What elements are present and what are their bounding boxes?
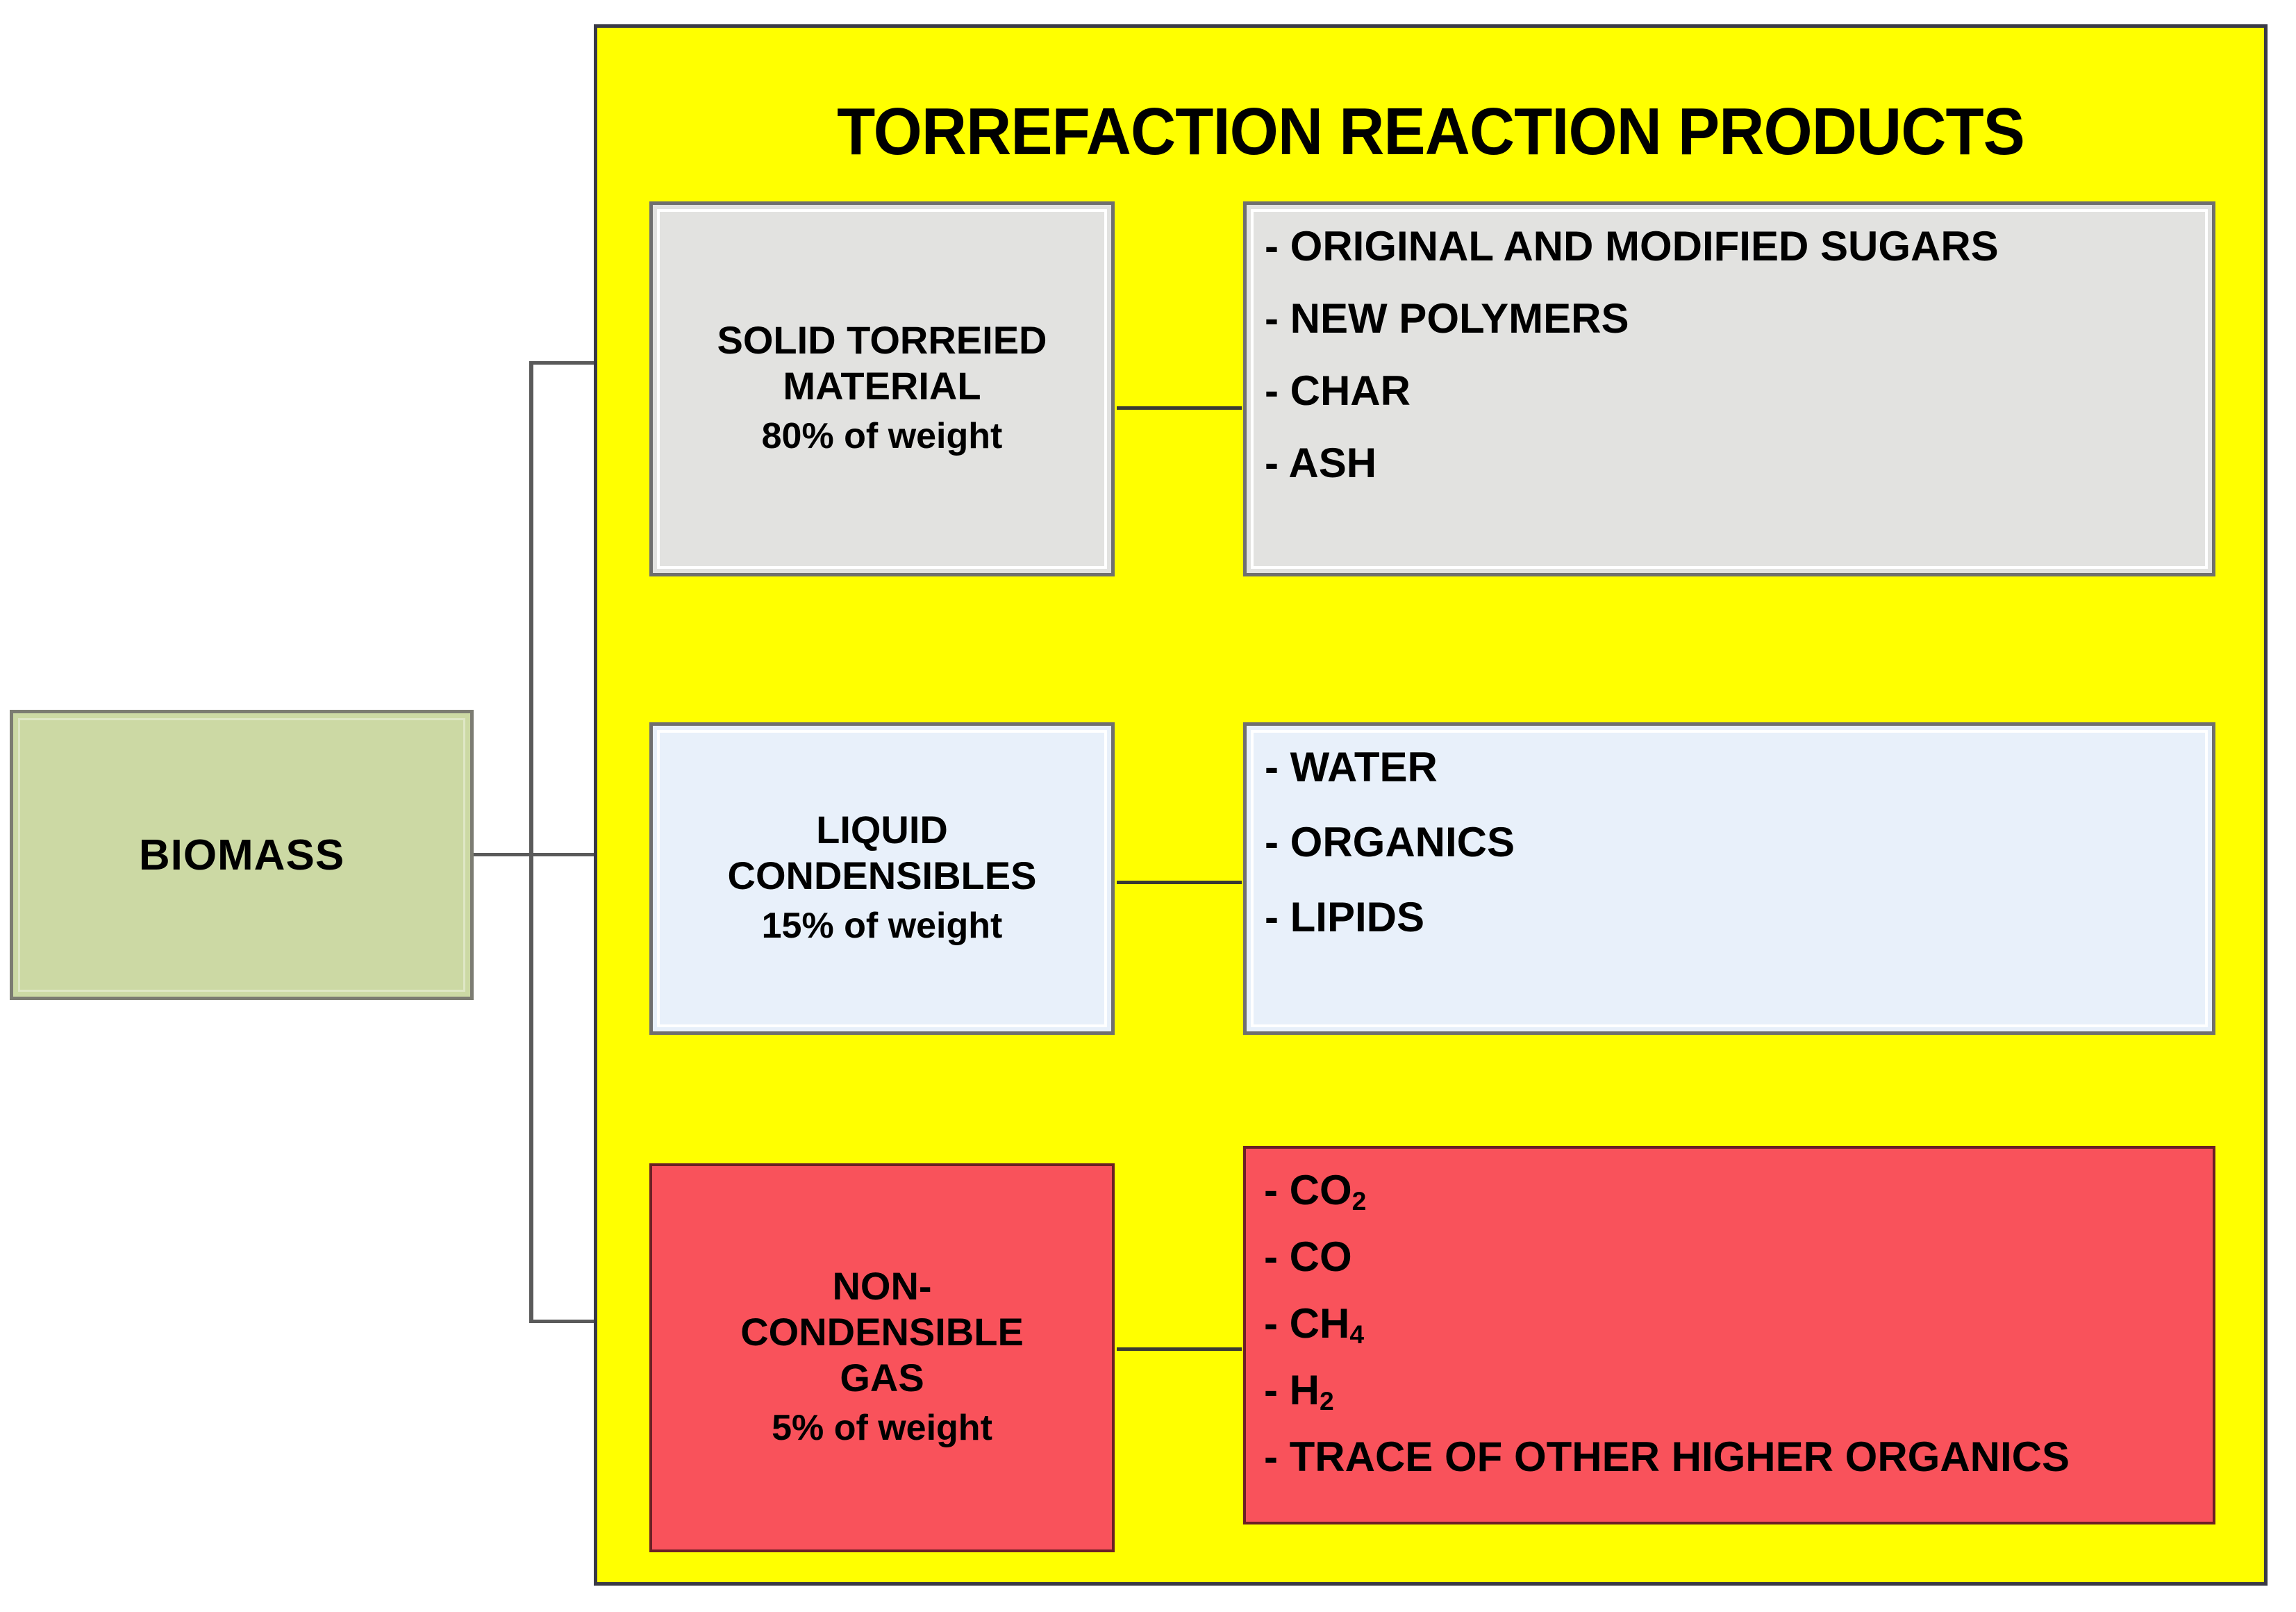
list-item: - TRACE OF OTHER HIGHER ORGANICS bbox=[1264, 1434, 2070, 1480]
gas-items: - CO2 - CO - CH4 - H2 - TRACE OF OTHER H… bbox=[1264, 1170, 2200, 1512]
list-item: - H2 bbox=[1264, 1367, 1334, 1416]
liquid-name-line2: CONDENSIBLES bbox=[727, 854, 1037, 898]
biomass-label: BIOMASS bbox=[138, 831, 345, 879]
product-list-solid: - ORIGINAL AND MODIFIED SUGARS - NEW POL… bbox=[1243, 201, 2215, 576]
solid-name-line2: MATERIAL bbox=[783, 364, 981, 408]
connector-spine bbox=[529, 361, 533, 1323]
list-item: - WATER bbox=[1265, 744, 1438, 790]
gas-name-line3: GAS bbox=[840, 1356, 924, 1400]
product-node-liquid: LIQUID CONDENSIBLES 15% of weight bbox=[649, 722, 1115, 1035]
product-list-liquid: - WATER - ORGANICS - LIPIDS bbox=[1243, 722, 2215, 1035]
products-panel: TORREFACTION REACTION PRODUCTS SOLID TOR… bbox=[594, 24, 2268, 1586]
list-item: - CH4 bbox=[1264, 1300, 1364, 1349]
product-list-gas: - CO2 - CO - CH4 - H2 - TRACE OF OTHER H… bbox=[1243, 1146, 2215, 1524]
list-item: - LIPIDS bbox=[1265, 894, 1425, 940]
panel-title: TORREFACTION REACTION PRODUCTS bbox=[837, 94, 2025, 169]
gas-name-line2: CONDENSIBLE bbox=[740, 1310, 1024, 1354]
list-item: - ASH bbox=[1265, 440, 1377, 486]
gas-name-line1: NON- bbox=[832, 1264, 932, 1308]
solid-items: - ORIGINAL AND MODIFIED SUGARS - NEW POL… bbox=[1265, 226, 2199, 563]
liquid-weight: 15% of weight bbox=[761, 906, 1003, 947]
product-node-solid: SOLID TORREIED MATERIAL 80% of weight bbox=[649, 201, 1115, 576]
solid-name-line1: SOLID TORREIED bbox=[717, 318, 1047, 363]
list-item: - NEW POLYMERS bbox=[1265, 295, 1629, 342]
biomass-node: BIOMASS bbox=[10, 710, 474, 1000]
solid-weight: 80% of weight bbox=[761, 416, 1003, 457]
list-item: - CHAR bbox=[1265, 367, 1411, 414]
connector-biomass-stub bbox=[474, 853, 531, 856]
connector-gas-to-list bbox=[1117, 1347, 1242, 1351]
list-item: - ORIGINAL AND MODIFIED SUGARS bbox=[1265, 223, 1999, 269]
connector-solid-to-list bbox=[1117, 406, 1242, 410]
gas-weight: 5% of weight bbox=[772, 1408, 992, 1449]
connector-liquid-to-list bbox=[1117, 881, 1242, 884]
liquid-items: - WATER - ORGANICS - LIPIDS bbox=[1265, 747, 2199, 1022]
liquid-name-line1: LIQUID bbox=[816, 808, 948, 852]
product-node-gas: NON- CONDENSIBLE GAS 5% of weight bbox=[649, 1163, 1115, 1552]
list-item: - CO2 bbox=[1264, 1167, 1367, 1216]
list-item: - ORGANICS bbox=[1265, 819, 1515, 865]
list-item: - CO bbox=[1264, 1233, 1352, 1280]
